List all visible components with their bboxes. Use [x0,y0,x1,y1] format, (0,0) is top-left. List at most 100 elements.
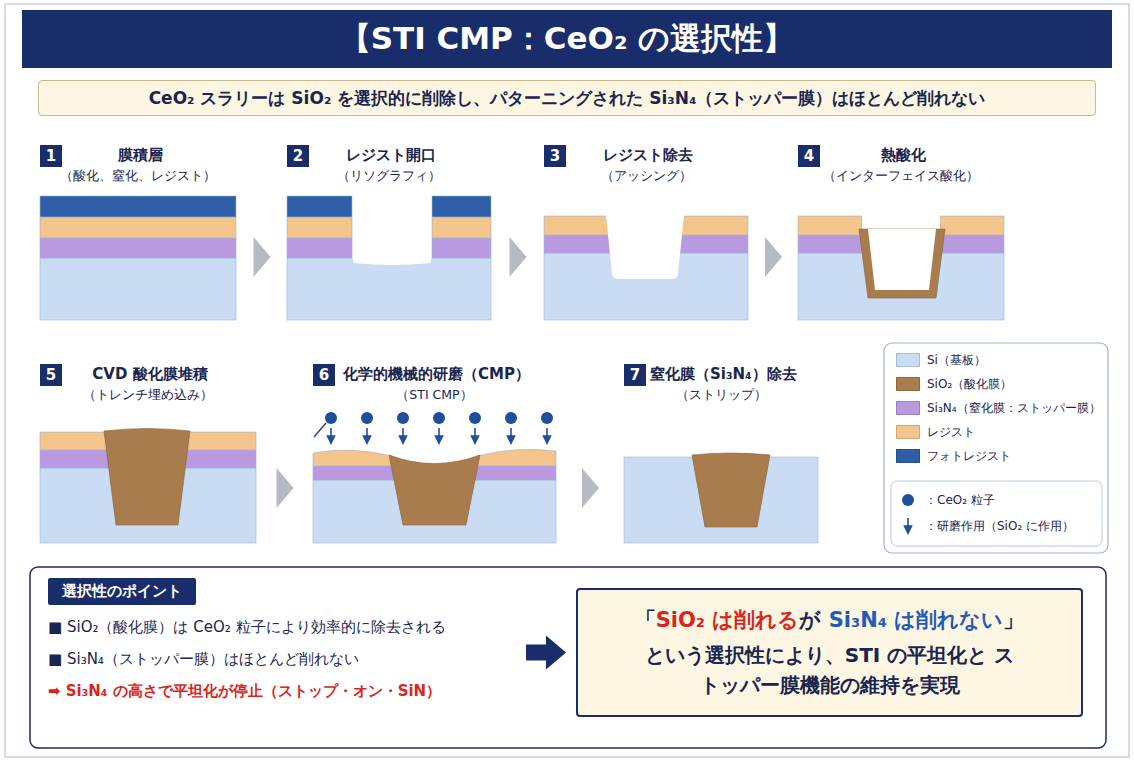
step-subtitle: （インターフェイス酸化） [798,165,1004,185]
legend-text: ：研磨作用（SiO₂ に作用） [925,518,1074,535]
step2-figure-part [432,238,491,258]
process-step: 7窒化膜（Si₃N₄）除去（ストリップ） [624,364,818,544]
step1-figure [40,196,236,320]
step6-figure-part [389,455,480,525]
step-subtitle: （酸化、窒化、レジスト） [40,165,236,185]
arrow-sample [907,518,909,533]
title-bar [22,10,1112,68]
step2-figure [287,196,491,320]
step2-figure-part [432,196,491,217]
legend-subpanel [891,481,1102,546]
legend-swatch [896,377,920,391]
step-number: 4 [798,145,820,167]
points-panel: 選択性のポイント ■ SiO₂（酸化膜）は CeO₂ 粒子により効率的に除去される… [48,578,518,718]
step-title: レジスト開口 [287,145,491,165]
legend-text: レジスト [927,424,975,441]
conclusion-phrase: SiO₂ は削れる [656,608,800,632]
step-chevron [254,237,271,277]
process-step: 5CVD 酸化膜堆積（トレンチ埋め込み） [40,364,256,544]
step5-figure [40,429,256,544]
legend-row: フォトレジスト [896,446,1011,466]
points-frame [30,567,1106,748]
legend-sample [896,490,920,510]
legend-row: レジスト [896,422,975,442]
title-holder: 【STI CMP：CeO₂ の選択性】 [22,10,1112,68]
conclusion-box: 「SiO₂ は削れるが Si₃N₄ は削れない」という選択性により、STI の平坦… [576,588,1083,717]
step4-figure-part [868,229,936,290]
step2-figure-part [432,217,491,238]
step4-figure-part [798,235,862,253]
legend-text: ：CeO₂ 粒子 [925,492,995,509]
legend-sample [896,516,920,536]
step-number: 6 [313,364,335,386]
summary-text: CeO₂ スラリーは SiO₂ を選択的に削除し、パターニングされた Si₃N₄… [149,87,986,110]
legend-row: ：CeO₂ 粒子 [896,490,995,510]
conclusion-text: という選択性により、STI の平坦化と ストッパー膜機能の維持を実現 [644,640,1016,700]
step3-figure-part [606,215,684,279]
step-title: 熱酸化 [798,145,1004,165]
legend-swatch [896,353,920,367]
step1-figure-part [40,238,236,258]
step-title: 窒化膜（Si₃N₄）除去 [624,364,818,384]
step2-figure-part [287,238,352,258]
particle-sample [902,494,914,506]
step4-figure [798,216,1004,320]
step2-figure-part [287,217,352,238]
conclusion-phrase: 」 [1003,608,1024,632]
legend-swatch [896,425,920,439]
points-heading: 選択性のポイント [48,578,196,605]
step4-figure-part [859,229,945,298]
ceo2-particles-part [541,412,553,424]
step3-figure [544,215,748,320]
legend-text: Si₃N₄（窒化膜：ストッパー膜） [927,400,1101,417]
step-number: 3 [544,145,566,167]
ceo2-particles-part [469,412,481,424]
ceo2-particles-part [433,412,445,424]
legend-panel [884,343,1108,553]
step-number: 7 [624,364,646,386]
process-step: 2レジスト開口（リソグラフィ） [287,145,491,321]
point-item: ■ SiO₂（酸化膜）は CeO₂ 粒子により効率的に除去される [48,618,518,637]
step1-figure-part [40,258,236,320]
polish-arrows-part [366,428,368,443]
conclusion-phrase: 「 [635,608,656,632]
legend-row: ：研磨作用（SiO₂ に作用） [896,516,1074,536]
ceo2-particles-part [397,412,409,424]
polish-arrows-part [314,423,326,437]
step5-figure-part [104,429,190,526]
step-subtitle: （リソグラフィ） [287,165,491,185]
step7-figure [624,453,818,543]
step4-figure-part [862,216,940,230]
step2-figure-part [352,257,432,265]
step-subtitle: （STI CMP） [313,384,556,404]
legend-text: SiO₂（酸化膜） [927,376,1012,393]
step-title: CVD 酸化膜堆積 [40,364,256,384]
ceo2-particles-part [325,412,337,424]
legend-row: Si₃N₄（窒化膜：ストッパー膜） [896,398,1101,418]
step-title: 化学的機械的研磨（CMP） [313,364,556,384]
title-text: 【STI CMP：CeO₂ の選択性】 [340,18,795,60]
step4-figure-part [798,216,862,235]
page-frame [5,4,1129,757]
polish-arrows-part [546,428,548,443]
step6-figure-part [477,449,556,466]
process-step: 3レジスト除去（アッシング） [544,145,748,321]
polish-arrows-part [510,428,512,443]
step-chevron [277,468,294,508]
step-subtitle: （アッシング） [544,165,748,185]
step-chevron [765,237,782,277]
conclusion-phrase: Si₃N₄ は削れない [829,608,1004,632]
polish-arrows-part [402,428,404,443]
step2-figure-part [287,258,491,320]
legend-text: Si（基板） [927,352,986,369]
step6-figure-part [313,450,392,466]
legend-row: SiO₂（酸化膜） [896,374,1012,394]
legend-swatch [896,449,920,463]
step-number: 5 [40,364,62,386]
conclusion-phrase: が [799,608,821,632]
step4-figure-part [940,216,1004,235]
point-item: ➡ Si₃N₄ の高さで平坦化が停止（ストップ・オン・SiN） [48,682,518,701]
step-number: 1 [40,145,62,167]
step1-figure-part [40,196,236,217]
polish-arrows [314,423,547,443]
